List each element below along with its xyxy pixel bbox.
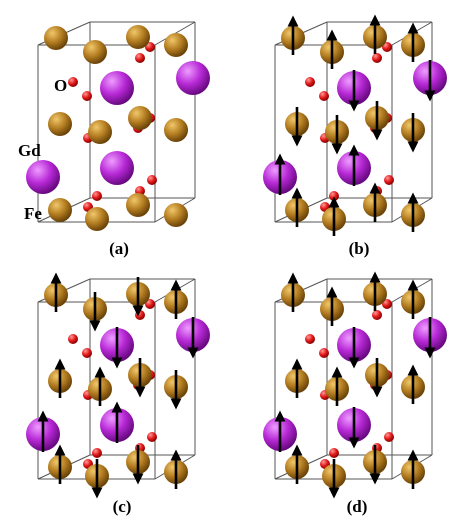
panel-c-caption: (c) bbox=[113, 497, 132, 516]
oxygen-atom bbox=[147, 432, 157, 442]
iron-atom bbox=[44, 26, 68, 50]
oxygen-atom bbox=[329, 191, 339, 201]
gadolinium-label: Gd bbox=[18, 141, 41, 160]
panel-b-caption: (b) bbox=[349, 239, 370, 258]
iron-atom bbox=[164, 203, 188, 227]
oxygen-atom bbox=[82, 91, 92, 101]
oxygen-atom bbox=[372, 310, 382, 320]
gadolinium-atom bbox=[100, 71, 134, 105]
oxygen-atom bbox=[382, 299, 392, 309]
gadolinium-atom bbox=[176, 61, 210, 95]
iron-atom bbox=[164, 118, 188, 142]
panel-d-caption: (d) bbox=[347, 497, 368, 516]
panel-d bbox=[263, 271, 447, 499]
oxygen-atom bbox=[68, 77, 78, 87]
oxygen-atom bbox=[372, 53, 382, 63]
oxygen-atom bbox=[382, 42, 392, 52]
iron-atom bbox=[83, 40, 107, 64]
oxygen-atom bbox=[384, 175, 394, 185]
oxygen-atom bbox=[145, 42, 155, 52]
iron-atom bbox=[126, 193, 150, 217]
oxygen-atom bbox=[329, 448, 339, 458]
iron-atom bbox=[88, 120, 112, 144]
oxygen-atom bbox=[305, 334, 315, 344]
iron-atom bbox=[164, 33, 188, 57]
oxygen-atom bbox=[135, 310, 145, 320]
oxygen-atom bbox=[92, 191, 102, 201]
panel-c bbox=[26, 272, 210, 499]
oxygen-atom bbox=[147, 175, 157, 185]
panel-a bbox=[26, 21, 210, 231]
oxygen-label: O bbox=[54, 76, 67, 95]
gadolinium-atom bbox=[26, 160, 60, 194]
oxygen-atom bbox=[305, 77, 315, 87]
iron-atom bbox=[126, 25, 150, 49]
panel-b bbox=[263, 14, 447, 236]
iron-atom bbox=[85, 207, 109, 231]
oxygen-atom bbox=[319, 91, 329, 101]
oxygen-atom bbox=[319, 348, 329, 358]
iron-label: Fe bbox=[24, 204, 42, 223]
oxygen-atom bbox=[135, 53, 145, 63]
iron-atom bbox=[128, 106, 152, 130]
iron-atom bbox=[48, 112, 72, 136]
iron-atom bbox=[48, 198, 72, 222]
oxygen-atom bbox=[82, 348, 92, 358]
oxygen-atom bbox=[68, 334, 78, 344]
oxygen-atom bbox=[384, 432, 394, 442]
gadolinium-atom bbox=[100, 151, 134, 185]
oxygen-atom bbox=[92, 448, 102, 458]
panel-a-caption: (a) bbox=[109, 239, 129, 258]
oxygen-atom bbox=[145, 299, 155, 309]
